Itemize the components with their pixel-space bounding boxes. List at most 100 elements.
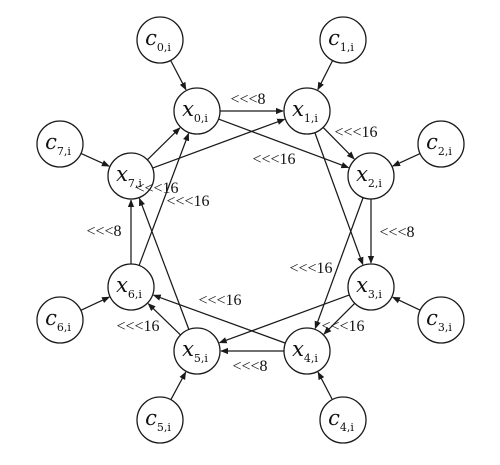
c-node-label: c7,i	[45, 130, 71, 158]
x-node-label: x6,i	[116, 273, 142, 301]
x-node-subscript: 5,i	[194, 352, 208, 365]
c-node-circle	[319, 396, 367, 444]
arrow-x3-to-x5	[218, 294, 350, 344]
x-node-base: x	[182, 97, 194, 121]
x-node-4: x4,i	[283, 327, 331, 375]
arrow-c7-to-x7	[80, 152, 110, 167]
rotation-label-r45: <<<8	[232, 358, 267, 375]
x-node-6: x6,i	[107, 263, 155, 311]
arrow-c6-to-x6	[80, 296, 110, 311]
x-node-subscript: 7,i	[128, 177, 142, 190]
c-node-base: c	[45, 306, 57, 330]
c-node-circle	[36, 120, 84, 168]
x-node-subscript: 6,i	[128, 288, 142, 301]
x-node-circle	[283, 327, 331, 375]
edges-layer	[80, 60, 421, 401]
c-node-circle	[36, 296, 84, 344]
x-node-base: x	[116, 162, 128, 186]
x-node-label: x0,i	[182, 97, 208, 125]
rotation-label-rdiag_bottom: <<<16	[198, 292, 241, 309]
rotation-label-r56: <<<16	[116, 318, 159, 335]
c-node-subscript: 2,i	[438, 145, 452, 158]
x-node-2: x2,i	[347, 152, 395, 200]
x-node-circle	[107, 152, 155, 200]
rotation-label-rdiag_top: <<<16	[252, 151, 295, 168]
arrow-x5-to-x6	[147, 303, 181, 336]
c-node-circle	[136, 16, 184, 64]
arrow-c5-to-x5	[170, 371, 187, 401]
c-node-4: c4,i	[319, 396, 367, 444]
c-node-base: c	[145, 406, 157, 430]
x-node-subscript: 4,i	[304, 352, 318, 365]
rotation-label-r34: <<<16	[289, 260, 332, 277]
x-node-label: x3,i	[356, 273, 382, 301]
arrow-c3-to-x3	[391, 296, 421, 311]
c-node-base: c	[45, 130, 57, 154]
c-node-circle	[417, 296, 465, 344]
x-node-circle	[347, 263, 395, 311]
c-node-base: c	[145, 26, 157, 50]
c-node-2: c2,i	[417, 120, 465, 168]
c-node-label: c0,i	[145, 26, 171, 54]
arrow-c2-to-x2	[392, 152, 421, 167]
arrow-x1-to-x2	[322, 126, 355, 160]
c-node-subscript: 3,i	[438, 321, 452, 334]
c-node-subscript: 5,i	[157, 421, 171, 434]
x-node-label: x7,i	[116, 162, 142, 190]
c-node-subscript: 4,i	[340, 421, 354, 434]
arrow-c0-to-x0	[170, 60, 187, 91]
x-node-7: x7,i	[107, 152, 155, 200]
x-node-subscript: 1,i	[304, 112, 318, 125]
x-node-base: x	[292, 337, 304, 361]
arrow-x7-to-x0	[146, 127, 181, 161]
c-node-subscript: 6,i	[57, 321, 71, 334]
x-node-subscript: 2,i	[368, 177, 382, 190]
rotation-label-r12: <<<16	[334, 124, 377, 141]
x-node-0: x0,i	[173, 87, 221, 135]
arrow-x5-to-x7	[138, 197, 190, 330]
x-node-circle	[173, 327, 221, 375]
c-node-circle	[319, 16, 367, 64]
c-node-circle	[136, 396, 184, 444]
c-node-circle	[417, 120, 465, 168]
arrow-x4-to-x6	[152, 294, 286, 344]
x-node-base: x	[182, 337, 194, 361]
x-node-subscript: 0,i	[194, 112, 208, 125]
c-node-label: c4,i	[328, 406, 354, 434]
c-node-label: c6,i	[45, 306, 71, 334]
rotation-label-r23: <<<8	[379, 224, 414, 241]
c-node-subscript: 0,i	[157, 41, 171, 54]
arrow-x3-to-x4	[323, 302, 356, 335]
x-node-circle	[173, 87, 221, 135]
c-node-base: c	[328, 26, 340, 50]
x-node-1: x1,i	[283, 87, 331, 135]
c-node-1: c1,i	[319, 16, 367, 64]
c-node-0: c0,i	[136, 16, 184, 64]
x-node-label: x1,i	[292, 97, 318, 125]
x-node-base: x	[356, 273, 368, 297]
c-node-base: c	[426, 306, 438, 330]
c-node-6: c6,i	[36, 296, 84, 344]
c-node-subscript: 7,i	[57, 145, 71, 158]
x-node-circle	[107, 263, 155, 311]
x-node-circle	[283, 87, 331, 135]
rotation-labels-layer: <<<8<<<16<<<8<<<16<<<8<<<16<<<8<<<16<<<1…	[86, 91, 414, 375]
arrow-x7-to-x1	[152, 118, 286, 169]
c-node-3: c3,i	[417, 296, 465, 344]
arrow-c1-to-x1	[317, 60, 334, 91]
c-node-label: c3,i	[426, 306, 452, 334]
arrow-x6-to-x0	[138, 132, 190, 266]
c-node-label: c2,i	[426, 130, 452, 158]
x-node-base: x	[116, 273, 128, 297]
arrow-x0-to-x2	[218, 118, 350, 169]
x-node-label: x2,i	[356, 162, 382, 190]
c-node-label: c1,i	[328, 26, 354, 54]
x-node-subscript: 3,i	[368, 288, 382, 301]
arrow-c4-to-x4	[317, 371, 333, 400]
c-node-base: c	[426, 130, 438, 154]
c-node-subscript: 1,i	[340, 41, 354, 54]
x-node-label: x4,i	[292, 337, 318, 365]
rotation-label-r70: <<<16	[135, 180, 178, 197]
